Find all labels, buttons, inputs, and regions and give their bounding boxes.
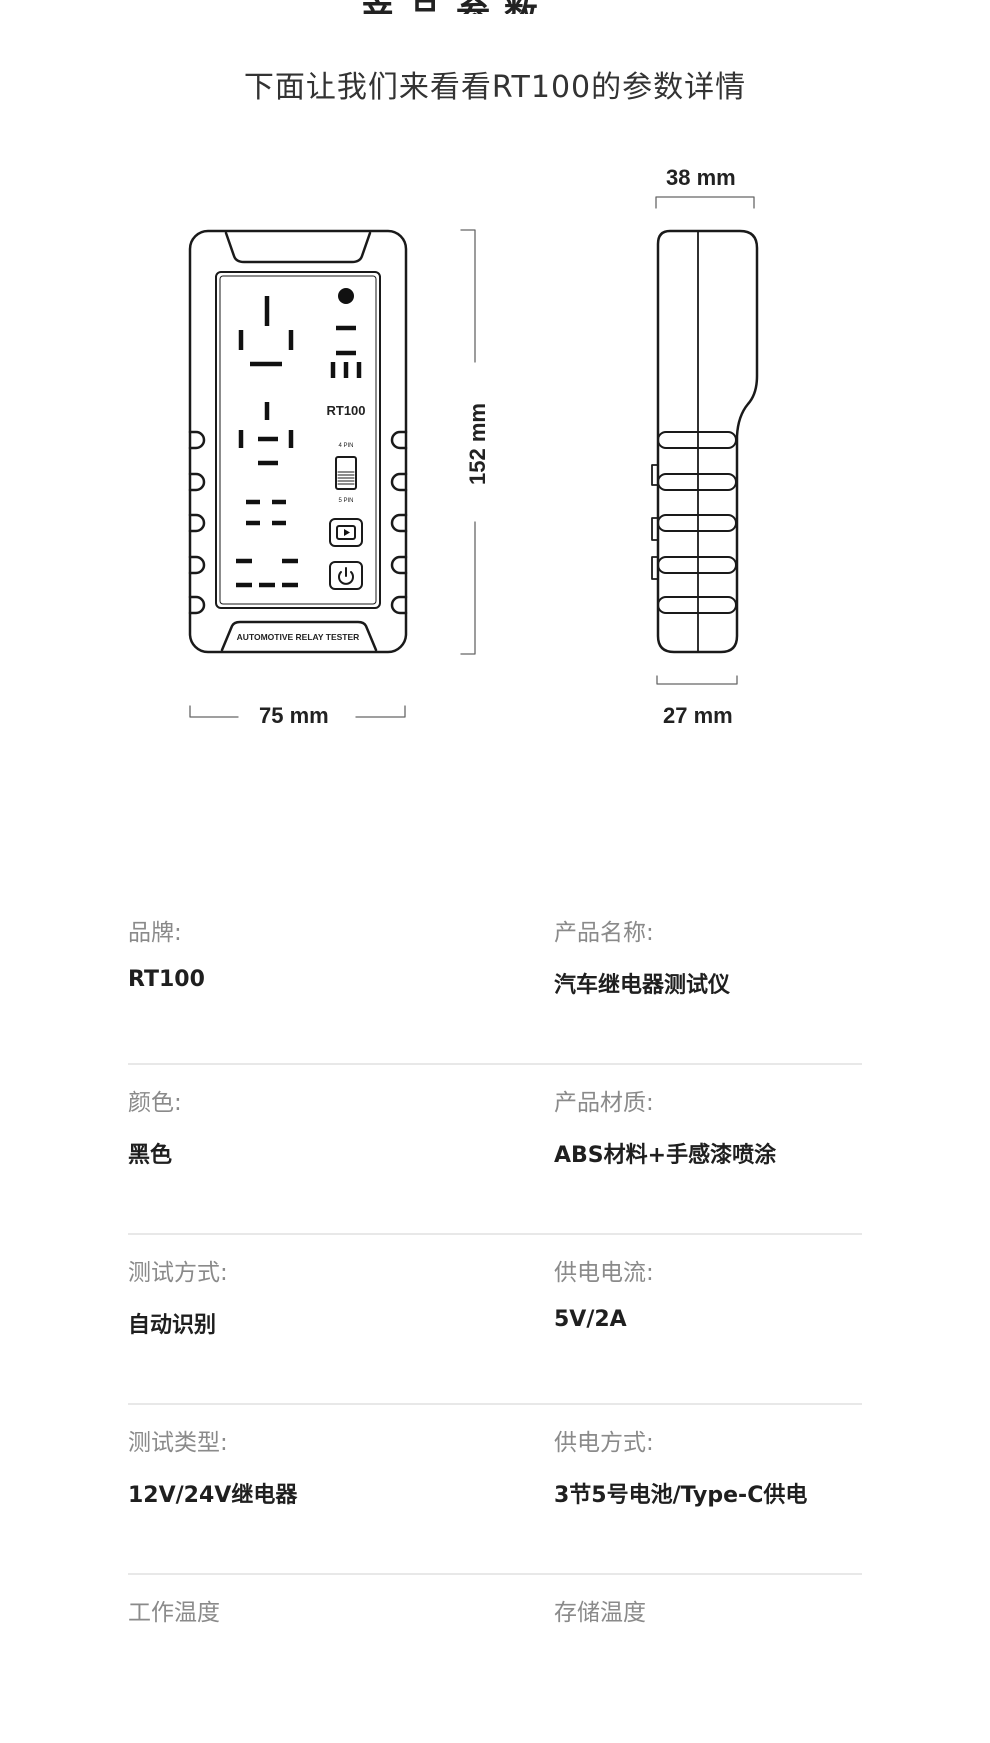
spec-product-name: 产品名称: 汽车继电器测试仪 (554, 913, 730, 999)
spec-label: 颜色: (128, 1090, 182, 1116)
spec-value: RT100 (128, 967, 205, 992)
spec-supply-current: 供电电流: 5V/2A (554, 1253, 654, 1332)
spec-material: 产品材质: ABS材料+手感漆喷涂 (554, 1083, 776, 1169)
spec-table: 品牌: RT100 产品名称: 汽车继电器测试仪 颜色: 黑色 产品材质: AB… (128, 895, 862, 1743)
spec-label: 存储温度 (554, 1600, 646, 1626)
spec-label: 工作温度 (128, 1600, 220, 1626)
device-body-outline (188, 229, 408, 654)
spec-power-supply: 供电方式: 3节5号电池/Type-C供电 (554, 1423, 807, 1509)
cut-off-heading: 产品参数 (0, 0, 990, 14)
front-dimension-lines (189, 229, 476, 718)
model-label: RT100 (326, 403, 365, 418)
spec-row: 测试方式: 自动识别 供电电流: 5V/2A (128, 1235, 862, 1405)
side-body-outline (656, 229, 759, 654)
pin-switch-grip (337, 471, 355, 485)
spec-label: 测试方式: (128, 1260, 228, 1286)
spec-label: 产品名称: (554, 920, 654, 946)
bottom-label: AUTOMOTIVE RELAY TESTER (237, 632, 360, 642)
spec-label: 产品材质: (554, 1090, 654, 1116)
spec-label: 供电方式: (554, 1430, 654, 1456)
spec-value: 黑色 (128, 1143, 173, 1168)
spec-working-temp: 工作温度 (128, 1593, 220, 1627)
play-button-icon (329, 518, 363, 547)
socket-panel (215, 271, 381, 609)
socket-slots (236, 296, 362, 588)
side-view (651, 229, 759, 654)
depth-top-dimension: 38 mm (666, 165, 736, 190)
pin4-label: 4 PIN (338, 443, 353, 449)
spec-test-type: 测试类型: 12V/24V继电器 (128, 1423, 297, 1509)
bottom-tab (220, 620, 378, 652)
spec-test-method: 测试方式: 自动识别 (128, 1253, 228, 1339)
side-dimension-lines (655, 196, 755, 685)
spec-value: 3节5号电池/Type-C供电 (554, 1483, 808, 1508)
spec-row: 工作温度 存储温度 (128, 1575, 862, 1743)
spec-label: 品牌: (128, 920, 182, 946)
product-dimension-drawing: RT100 4 PIN 5 PIN AUTOMOTIVE RELAY TESTE… (188, 196, 759, 718)
power-button-icon (329, 561, 363, 590)
pin-switch (335, 456, 357, 490)
spec-value: 12V/24V继电器 (128, 1483, 298, 1508)
top-tab (224, 231, 372, 264)
spec-storage-temp: 存储温度 (554, 1593, 646, 1627)
depth-bottom-dimension: 27 mm (663, 703, 733, 728)
intro-text: 下面让我们来看看RT100的参数详情 (243, 70, 747, 105)
spec-color: 颜色: 黑色 (128, 1083, 182, 1169)
spec-value: 自动识别 (128, 1313, 217, 1338)
spec-row: 颜色: 黑色 产品材质: ABS材料+手感漆喷涂 (128, 1065, 862, 1235)
width-dimension: 75 mm (259, 703, 329, 728)
spec-value: 汽车继电器测试仪 (554, 973, 731, 998)
spec-value: ABS材料+手感漆喷涂 (554, 1143, 777, 1168)
pin5-label: 5 PIN (338, 498, 353, 504)
spec-label: 供电电流: (554, 1260, 654, 1286)
spec-row: 品牌: RT100 产品名称: 汽车继电器测试仪 (128, 895, 862, 1065)
spec-row: 测试类型: 12V/24V继电器 供电方式: 3节5号电池/Type-C供电 (128, 1405, 862, 1575)
height-dimension: 152 mm (465, 403, 490, 485)
spec-label: 测试类型: (128, 1430, 228, 1456)
spec-value: 5V/2A (554, 1307, 627, 1332)
socket-panel-inner (219, 275, 377, 605)
front-view (188, 229, 408, 654)
spec-brand: 品牌: RT100 (128, 913, 205, 992)
status-led (338, 288, 354, 304)
